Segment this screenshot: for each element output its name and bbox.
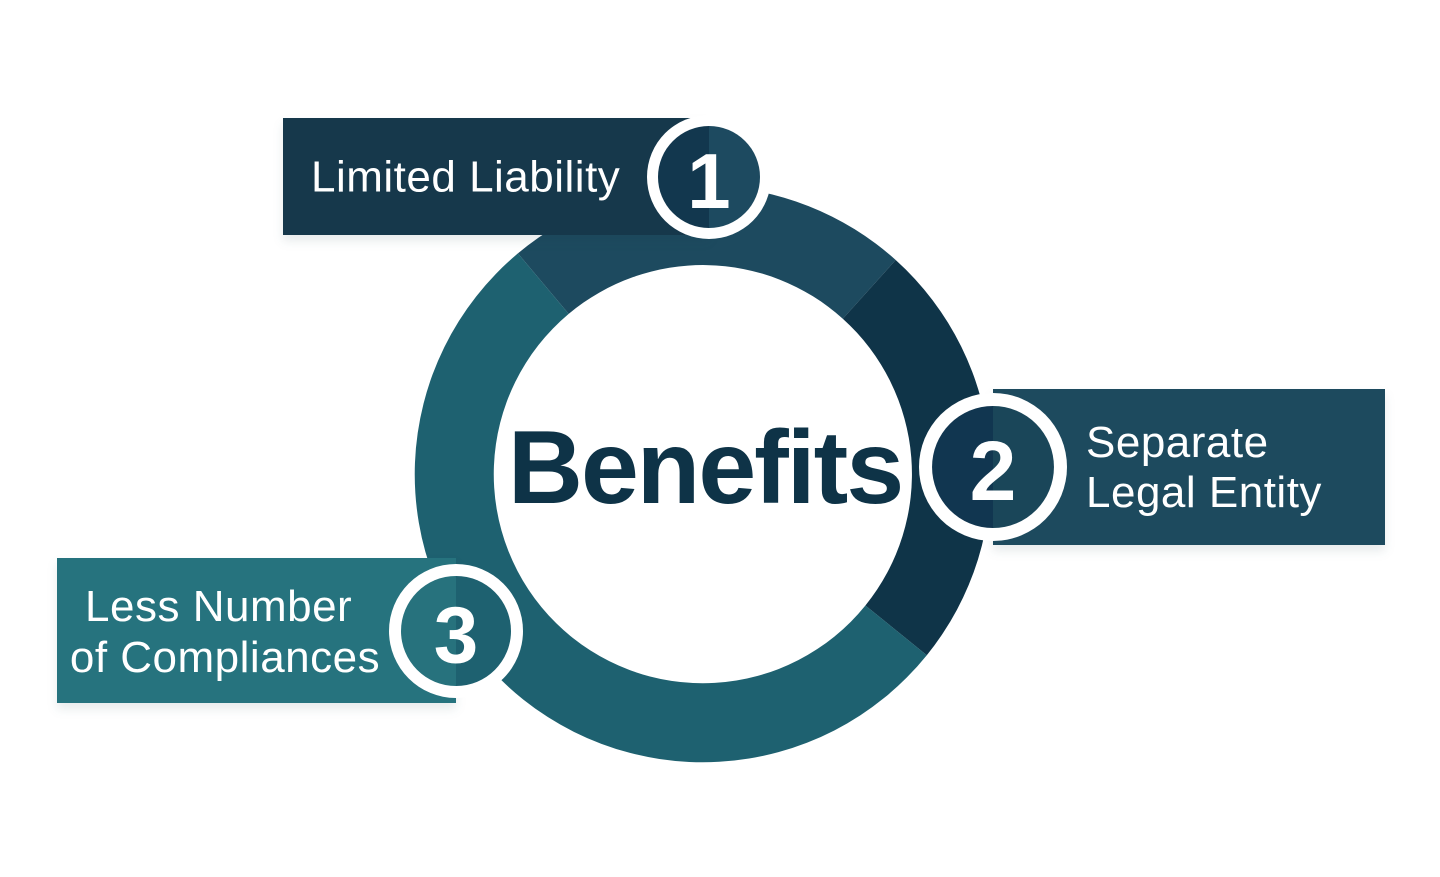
label-box-3-text: Less Number of Compliances: [70, 582, 380, 682]
badge-3-right-half: [456, 576, 511, 686]
label-box-3-line-2: of Compliances: [70, 633, 380, 682]
label-box-limited-liability: Limited Liability: [283, 118, 709, 235]
label-box-2-text: Separate Legal Entity: [1086, 418, 1322, 517]
center-title: Benefits: [508, 410, 902, 526]
badge-2-right-half: [993, 406, 1054, 528]
label-box-less-compliances: Less Number of Compliances: [57, 558, 456, 703]
label-box-1-rect: [283, 118, 709, 235]
donut-ring: [414, 186, 991, 763]
badge-1-number: 1: [687, 137, 730, 225]
label-box-3-line-1: Less Number: [85, 582, 352, 631]
badge-2-left-half: [932, 406, 993, 528]
ring-segment-bottom-left: [414, 253, 927, 763]
badge-1-left-half: [658, 126, 709, 228]
badge-2-number: 2: [970, 424, 1017, 518]
label-box-2-line-2: Legal Entity: [1086, 468, 1322, 517]
badge-1-right-half: [709, 126, 760, 228]
ring-segment-right: [842, 260, 991, 656]
badge-2: 2: [919, 393, 1067, 541]
badge-1: 1: [647, 115, 771, 239]
label-box-1-text: Limited Liability: [311, 153, 620, 202]
badge-3: 3: [389, 564, 523, 698]
badge-3-left-half: [401, 576, 456, 686]
label-box-2-line-1: Separate: [1086, 418, 1269, 467]
badge-3-number: 3: [434, 591, 479, 680]
